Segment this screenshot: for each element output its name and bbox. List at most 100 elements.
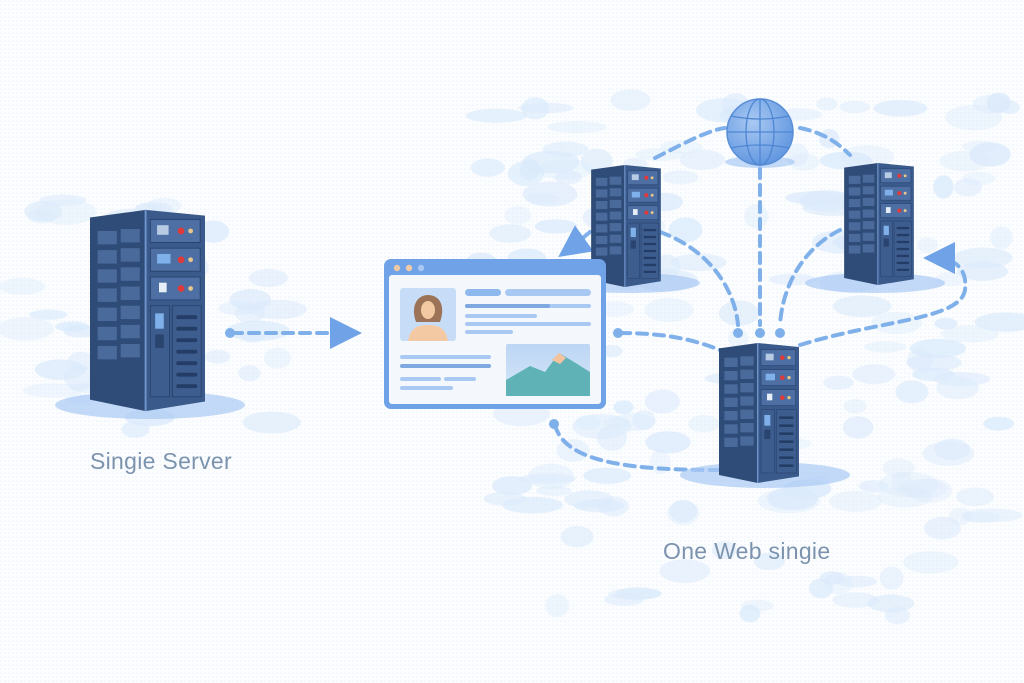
- background-blob: [204, 349, 231, 364]
- background-blob: [556, 439, 590, 462]
- background-blob: [39, 194, 87, 206]
- background-blob: [470, 158, 505, 177]
- background-blob: [632, 410, 656, 431]
- text-placeholder-lines: [400, 289, 591, 390]
- background-blob: [816, 97, 838, 111]
- background-blob: [962, 511, 1001, 524]
- connector-webpage-cluster: [618, 331, 722, 352]
- background-blob: [662, 170, 699, 185]
- background-blob: [953, 178, 983, 197]
- background-blob: [840, 145, 895, 168]
- background-blob: [983, 416, 1015, 431]
- background-blob: [27, 208, 56, 224]
- background-blob: [972, 94, 1011, 114]
- background-blob: [575, 415, 601, 431]
- background-blob: [877, 486, 933, 508]
- background-blob: [897, 478, 948, 499]
- background-blob: [945, 104, 1003, 131]
- background-blob: [873, 99, 928, 117]
- background-blob: [907, 478, 953, 503]
- background-blob: [933, 175, 954, 199]
- background-blob: [948, 507, 972, 526]
- background-blob: [604, 593, 644, 606]
- background-blob: [465, 108, 528, 123]
- window-dot-icon: [417, 264, 425, 272]
- background-blob: [0, 317, 54, 341]
- background-blob: [55, 321, 89, 332]
- background-blob: [679, 149, 725, 170]
- background-blob: [711, 541, 737, 560]
- background-blob: [489, 224, 532, 243]
- background-blob: [504, 206, 532, 225]
- background-blob: [528, 463, 574, 490]
- background-blob: [953, 247, 1013, 269]
- background-blob: [669, 499, 697, 523]
- background-blob: [916, 237, 938, 253]
- background-blob: [197, 220, 230, 243]
- background-blob: [739, 605, 761, 623]
- landscape-image-icon: [506, 344, 590, 396]
- connector-right-server-down: [778, 228, 842, 327]
- background-blob: [961, 508, 1023, 523]
- background-blob: [956, 487, 994, 507]
- background-blob: [867, 594, 915, 613]
- background-blob: [753, 552, 785, 571]
- connector-server-to-webpage-top: [558, 225, 594, 257]
- background-blob: [536, 485, 572, 497]
- background-blob: [788, 153, 820, 171]
- server-top-right-icon: [843, 163, 915, 285]
- background-blob: [852, 364, 896, 385]
- background-blob: [242, 411, 301, 434]
- background-blob: [879, 566, 904, 590]
- background-blob: [238, 365, 261, 382]
- connector-globe-right: [798, 126, 852, 157]
- background-blob: [909, 338, 966, 359]
- background-blob: [864, 341, 907, 353]
- server-bottom-center-icon: [718, 343, 800, 483]
- background-blob: [29, 309, 68, 320]
- background-blob: [871, 311, 923, 335]
- background-blob: [969, 142, 1011, 167]
- background-blob: [835, 575, 878, 588]
- background-blob: [63, 365, 98, 390]
- background-blob: [554, 170, 582, 185]
- background-blob: [974, 312, 1024, 332]
- background-blob: [659, 559, 710, 584]
- background-blob: [891, 472, 913, 493]
- cluster-label: One Web singie: [663, 538, 831, 564]
- background-blob: [597, 425, 627, 451]
- background-blob: [990, 226, 1013, 249]
- background-blob: [858, 480, 889, 493]
- background-blob: [957, 261, 1009, 281]
- background-blob: [882, 458, 915, 478]
- background-blob: [534, 219, 578, 234]
- background-blob: [22, 383, 83, 398]
- background-blob: [962, 171, 996, 186]
- background-blob: [843, 399, 867, 414]
- background-blob: [906, 354, 962, 371]
- background-blob: [24, 200, 63, 222]
- background-blob: [644, 297, 694, 322]
- window-dot-icon: [405, 264, 413, 272]
- background-blob: [583, 467, 632, 484]
- profile-avatar-icon: [400, 288, 456, 341]
- background-blobs: [0, 89, 1024, 625]
- background-blob: [740, 599, 774, 612]
- background-blob: [602, 416, 630, 428]
- single-server-label: Singie Server: [90, 448, 232, 474]
- background-blob: [248, 269, 288, 287]
- background-blob: [667, 500, 700, 526]
- background-blob: [902, 551, 959, 574]
- background-blob: [878, 471, 940, 498]
- background-blob: [832, 295, 892, 318]
- background-blob: [521, 97, 550, 120]
- background-blob: [668, 217, 703, 243]
- background-blob: [907, 348, 933, 373]
- background-blob: [564, 490, 614, 509]
- background-blob: [545, 594, 570, 618]
- webpage-window: [384, 259, 606, 409]
- background-blob: [923, 516, 961, 540]
- connectors: [230, 126, 968, 472]
- background-blob: [560, 526, 594, 548]
